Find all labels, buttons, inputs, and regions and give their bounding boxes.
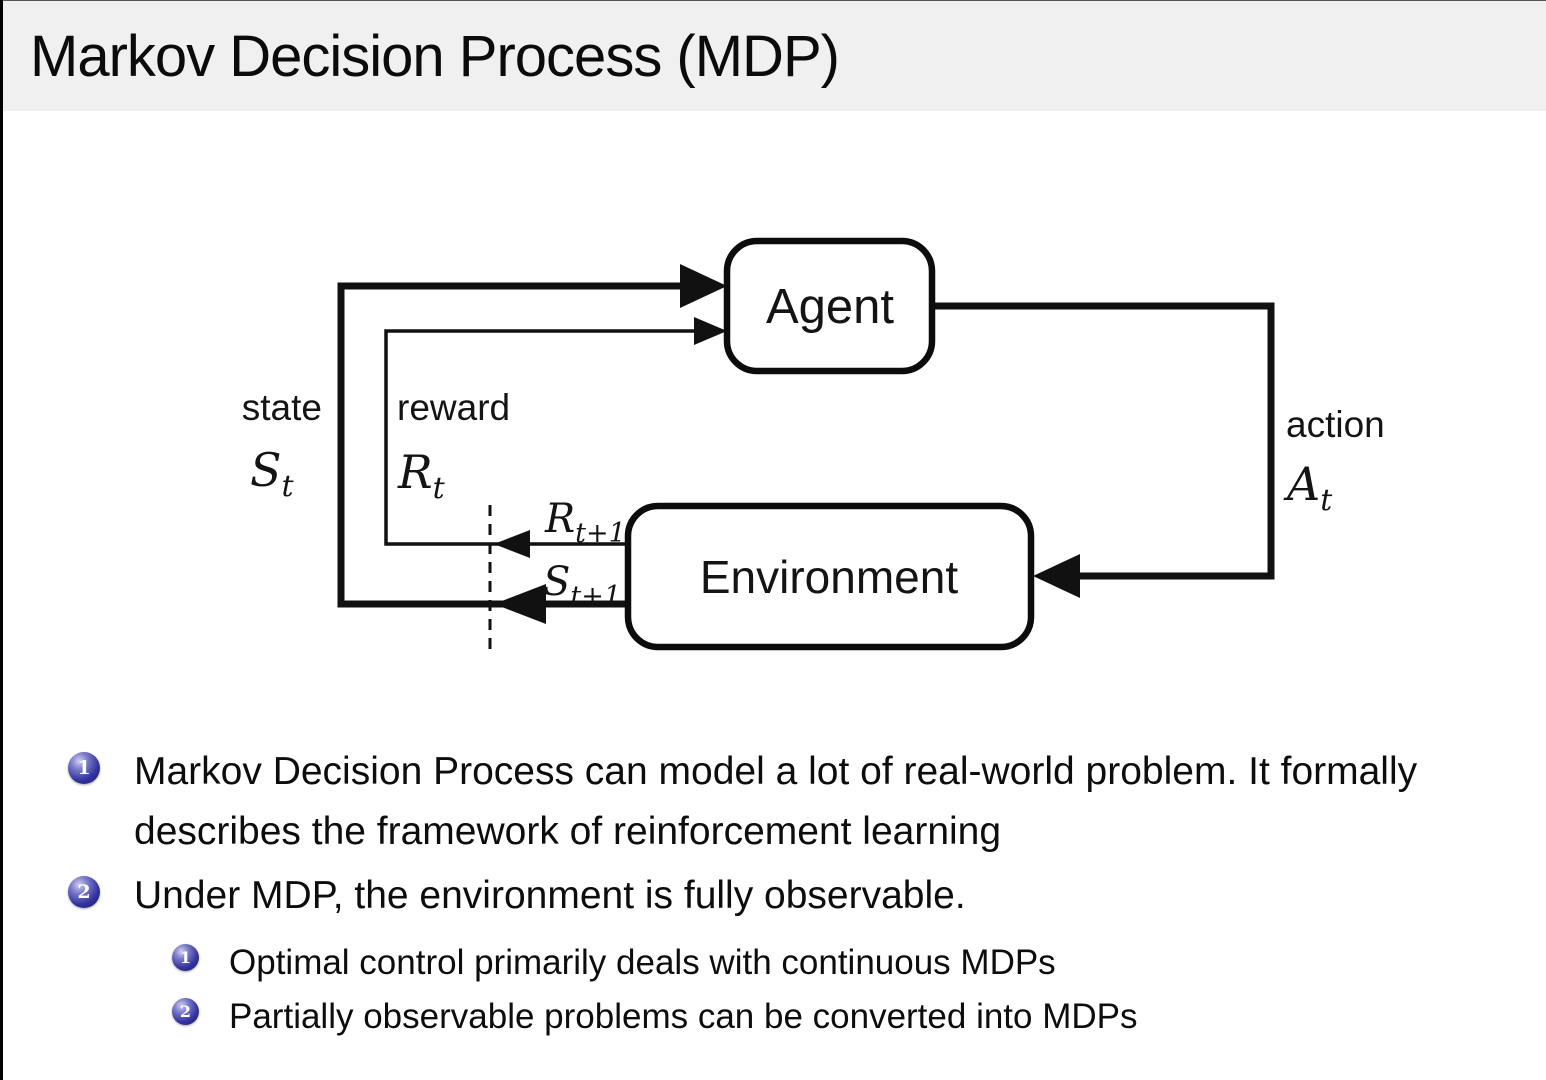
next-reward-arrowhead [494,530,530,558]
next-reward-symbol: Rt+1 [544,496,626,549]
action-symbol: At [1283,457,1333,518]
action-label: action [1286,404,1385,445]
next-state-arrowhead [494,584,546,624]
reward-symbol: Rt [397,445,446,506]
slide-left-border [0,0,3,1080]
sub-bullet-item-1: 1 Optimal control primarily deals with c… [172,936,1502,989]
agent-label: Agent [766,280,894,334]
state-into-agent-arrowhead [680,264,727,308]
sub-bullet-text: Optimal control primarily deals with con… [229,943,1056,982]
bullet-text: Markov Decision Process can model a lot … [134,750,1418,853]
action-loop-line [930,302,1275,580]
sub-bullet-item-2: 2 Partially observable problems can be c… [172,990,1502,1043]
environment-label: Environment [700,551,958,603]
bullet-number-badge: 1 [68,752,100,784]
bullet-text: Under MDP, the environment is fully obse… [134,874,966,917]
sub-bullet-number-badge: 2 [172,998,199,1025]
reward-into-agent-arrowhead [694,317,727,345]
agent-box [723,237,936,375]
bullet-item-2: 2 Under MDP, the environment is fully ob… [68,866,1498,926]
next-state-symbol: St+1 [543,559,621,612]
sub-bullet-text: Partially observable problems can be con… [229,997,1138,1036]
page-title: Markov Decision Process (MDP) [30,23,840,89]
sub-bullet-number-badge: 1 [172,944,199,971]
state-label: state [242,387,322,428]
bullet-item-1: 1 Markov Decision Process can model a lo… [68,742,1498,862]
reward-label: reward [397,387,510,428]
state-loop-line [337,282,714,608]
environment-box [624,502,1035,651]
action-into-environment-arrowhead [1033,554,1080,598]
state-symbol: St [250,443,295,504]
bullet-number-badge: 2 [68,876,100,908]
slide-header: Markov Decision Process (MDP) [0,0,1546,111]
